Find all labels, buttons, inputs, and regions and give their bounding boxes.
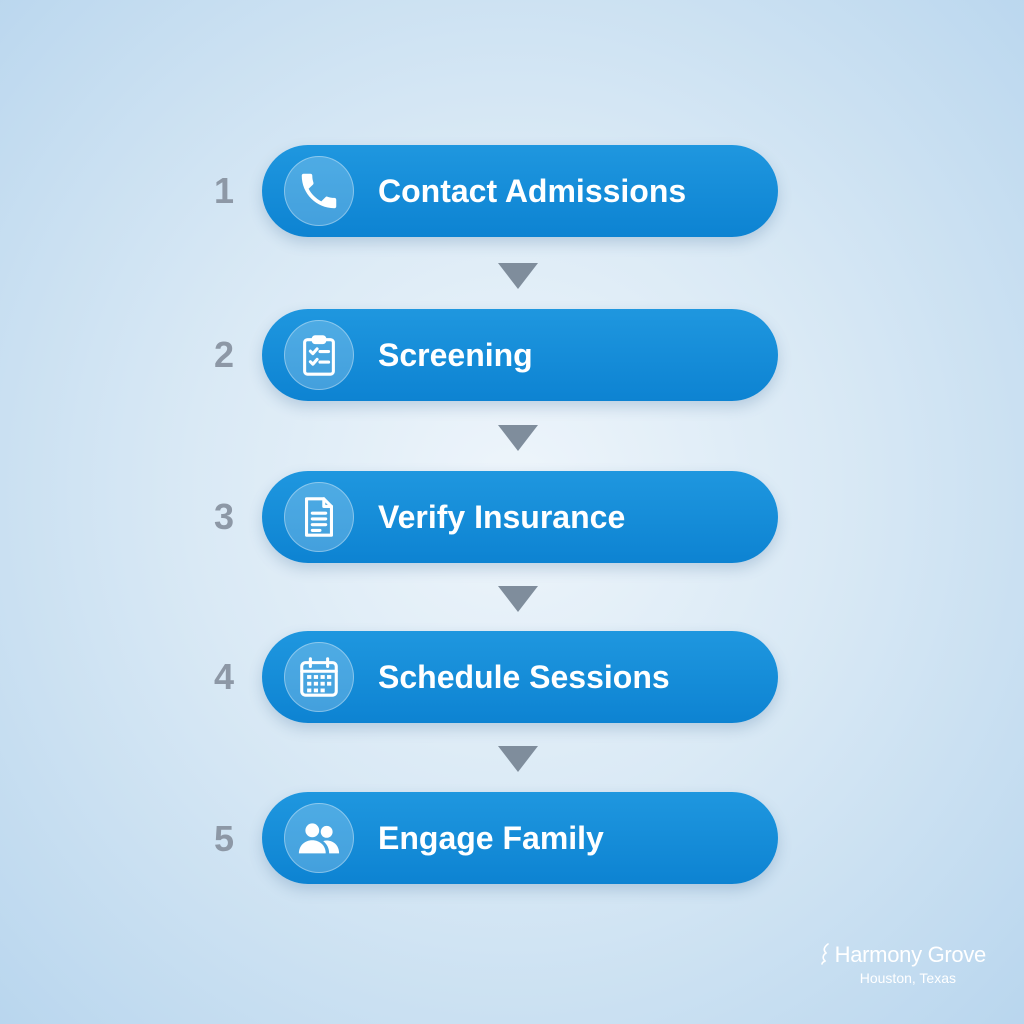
family-icon [284,803,354,873]
phone-icon [284,156,354,226]
step-number-5: 5 [213,818,235,859]
step-2-screening[interactable]: Screening [262,309,778,401]
leaf-logo-icon [820,943,829,965]
brand-name: Harmony Grove [796,942,986,968]
document-icon [284,482,354,552]
step-4-schedule-sessions[interactable]: Schedule Sessions [262,631,778,723]
step-label: Screening [378,337,533,373]
down-arrow-icon [498,586,538,612]
step-label: Verify Insurance [378,499,626,535]
down-arrow-icon [498,746,538,772]
down-arrow-icon [498,263,538,289]
step-label: Schedule Sessions [378,659,670,695]
step-number-1: 1 [213,170,235,211]
step-5-engage-family[interactable]: Engage Family [262,792,778,884]
step-label: Contact Admissions [378,173,687,209]
step-number-3: 3 [213,496,235,537]
brand-name-text: Harmony Grove [834,942,987,967]
brand-logo: Harmony Grove Houston, Texas [796,942,986,986]
down-arrow-icon [498,425,538,451]
step-number-2: 2 [213,334,235,375]
step-label: Engage Family [378,820,604,856]
calendar-icon [284,642,354,712]
step-number-4: 4 [213,656,235,697]
clipboard-checklist-icon [284,320,354,390]
brand-location: Houston, Texas [859,970,956,986]
step-3-verify-insurance[interactable]: Verify Insurance [262,471,778,563]
step-1-contact-admissions[interactable]: Contact Admissions [262,145,778,237]
